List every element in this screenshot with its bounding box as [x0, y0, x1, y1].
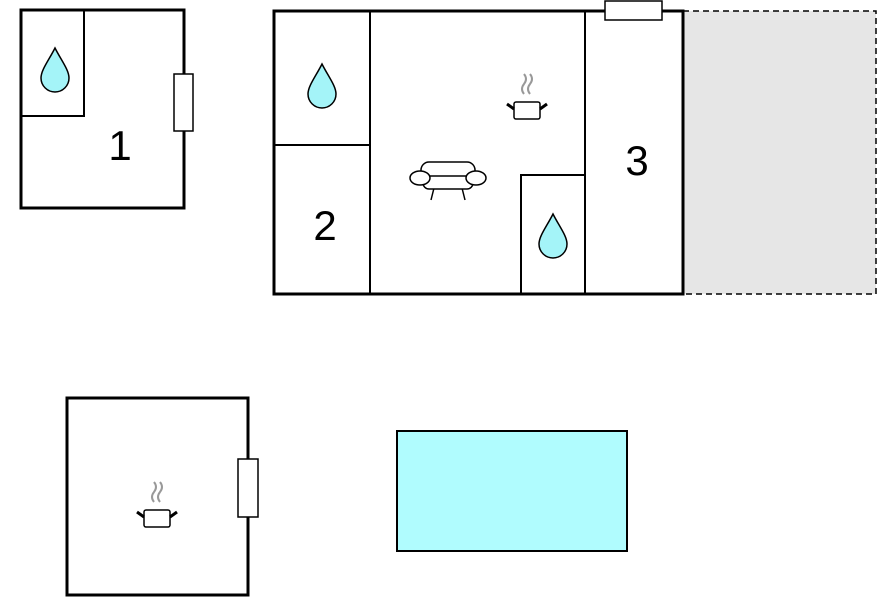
building-2: 2 3 [272, 0, 877, 296]
building-1: 1 [19, 8, 194, 210]
building-2-walls [272, 9, 685, 296]
sofa-icon [409, 161, 487, 201]
cooking-pot-icon [135, 480, 179, 529]
room-label-1: 1 [108, 122, 131, 169]
water-drop-icon [40, 47, 70, 93]
room-label-3: 3 [625, 137, 648, 184]
water-drop-icon [307, 63, 337, 109]
terrace [682, 10, 877, 295]
window [604, 0, 663, 21]
cooking-pot-icon [505, 72, 549, 121]
water-drop-icon [538, 213, 568, 259]
bathroom-wall [520, 174, 585, 294]
window [237, 458, 259, 518]
room-label-2: 2 [313, 202, 336, 249]
swimming-pool [396, 430, 628, 552]
building-1-walls [19, 8, 186, 210]
building-3 [65, 396, 259, 597]
bathroom-wall [21, 10, 85, 117]
window [173, 73, 194, 132]
